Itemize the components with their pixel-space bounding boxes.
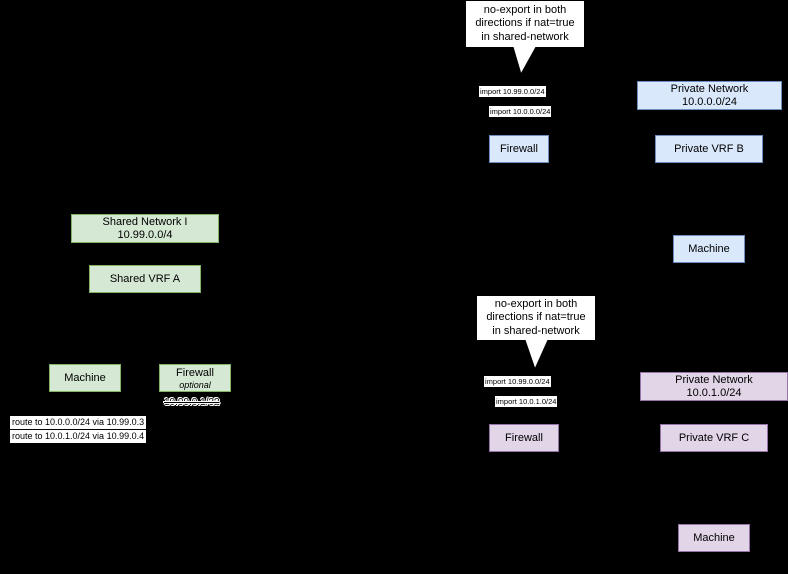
edge-label-import-shared-c: import 10.99.0.0/24 <box>484 376 551 387</box>
node-machine-c: Machine <box>678 524 750 552</box>
edge-label-route-2: route to 10.0.1.0/24 via 10.99.0.4 <box>10 430 147 443</box>
node-private-network-c: Private Network 10.0.1.0/24 <box>640 372 788 401</box>
node-title: Private Network <box>675 373 753 386</box>
edge-label-firewall-a-ip: 10.99.0.1/32 <box>164 397 220 408</box>
node-title: Private Network <box>670 82 749 95</box>
node-machine-a: Machine <box>49 364 121 392</box>
node-label: Private VRF C <box>678 431 750 444</box>
node-label: Machine <box>693 531 735 544</box>
node-machine-b: Machine <box>673 235 745 263</box>
node-subtitle: 10.0.1.0/24 <box>686 386 742 399</box>
callout-nat-bottom-text: no-export in both directions if nat=true… <box>486 297 586 337</box>
node-label: Private VRF B <box>674 142 744 155</box>
node-private-vrf-c: Private VRF C <box>660 424 768 452</box>
node-label: Machine <box>64 371 106 384</box>
node-label: Firewall <box>505 431 543 444</box>
node-shared-network-i: Shared Network I 10.99.0.0/4 <box>71 214 219 243</box>
node-note: optional <box>179 379 211 390</box>
node-label: Firewall <box>176 366 214 379</box>
node-title: Shared Network I <box>102 215 188 228</box>
node-firewall-c: Firewall <box>489 424 559 452</box>
edge-label-import-private-c: import 10.0.1.0/24 <box>495 396 558 407</box>
node-firewall-b: Firewall <box>489 135 549 163</box>
node-subtitle: 10.0.0.0/24 <box>681 95 738 108</box>
callout-tail <box>512 47 537 75</box>
node-shared-vrf-a: Shared VRF A <box>89 265 201 293</box>
node-subtitle: 10.99.0.0/4 <box>117 228 173 241</box>
edge-label-route-1: route to 10.0.0.0/24 via 10.99.0.3 <box>10 416 147 429</box>
edge-label-import-private-b: import 10.0.0.0/24 <box>489 106 552 117</box>
node-label: Firewall <box>500 142 538 155</box>
callout-nat-top: no-export in both directions if nat=true… <box>465 0 585 48</box>
node-private-network-b: Private Network 10.0.0.0/24 <box>637 81 782 110</box>
callout-tail <box>524 340 549 370</box>
node-label: Machine <box>688 242 730 255</box>
edge-label-import-shared-b: import 10.99.0.0/24 <box>479 86 546 97</box>
node-private-vrf-b: Private VRF B <box>655 135 763 163</box>
callout-nat-bottom: no-export in both directions if nat=true… <box>476 295 596 341</box>
node-firewall-a: Firewall optional <box>159 364 231 392</box>
callout-nat-top-text: no-export in both directions if nat=true… <box>475 3 575 43</box>
node-label: Shared VRF A <box>109 272 181 285</box>
